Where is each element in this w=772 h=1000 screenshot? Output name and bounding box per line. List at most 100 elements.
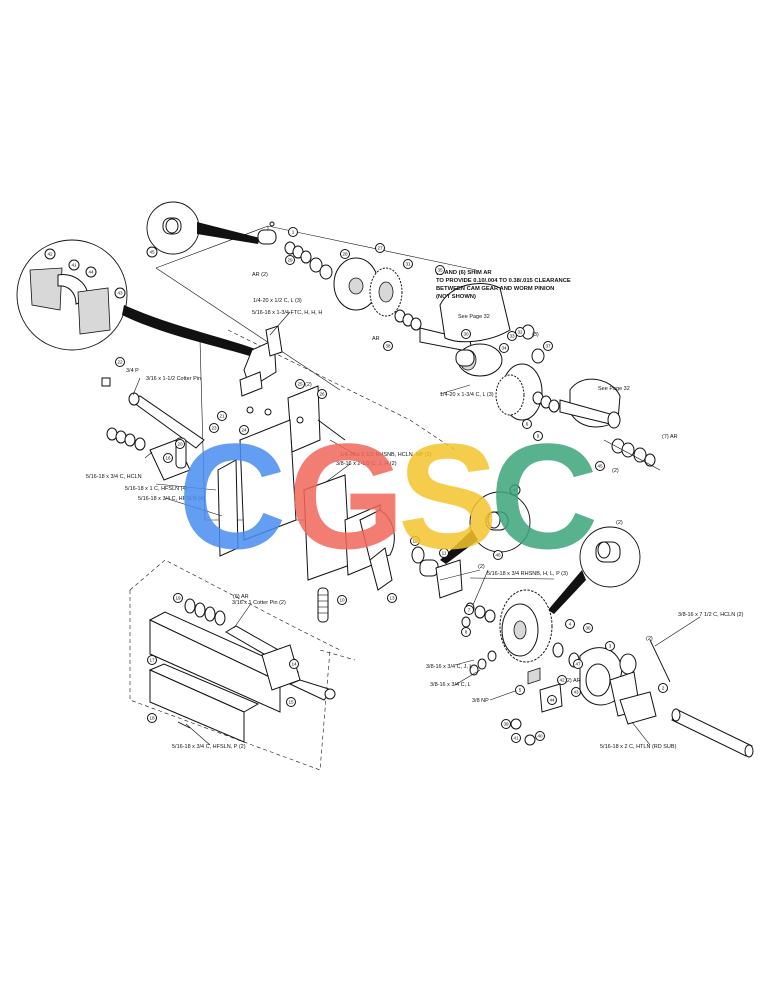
callout-9: 9 (537, 434, 540, 439)
shim-note-line-3: BETWEEN CAM GEAR AND WORM PINION (436, 286, 554, 292)
callout-20: 20 (177, 442, 183, 447)
label-3-8-np: 3/8 NP (472, 698, 489, 704)
callout-46: 46 (512, 488, 518, 493)
callout-45: 45 (149, 250, 155, 255)
qty-2-b: (2) (612, 468, 619, 474)
qty-6-ar: (6) AR (233, 594, 249, 600)
callout-13: 13 (389, 596, 395, 601)
callout-43b: 43 (573, 690, 579, 695)
callout-33: 33 (509, 334, 515, 339)
qty-2-e: (2) (646, 636, 653, 642)
label-5-16-18-x-2-htln: 5/16-18 x 2 C, HTLN (RD SUB) (600, 744, 677, 750)
callout-14: 14 (291, 662, 297, 667)
label-5-16-18-x-3-4-hfsln-p: 5/16-18 x 3/4 C, HFSLN, P (2) (172, 744, 246, 750)
callout-19: 19 (175, 596, 181, 601)
callout-24: 24 (241, 428, 247, 433)
callout-16: 16 (165, 456, 171, 461)
detail-circle-bushing-top: 45 (146, 201, 260, 258)
sprocket-assembly (461, 569, 754, 758)
callout-44b: 44 (549, 698, 555, 703)
label-5-16-18-x-1-hfsln: 5/16-18 x 1 C, HFSLN (4) (125, 486, 188, 492)
qty-ar-2: AR (2) (252, 272, 268, 278)
callout-32: 32 (517, 330, 523, 335)
callout-39: 39 (503, 722, 509, 727)
qty-2-a: (2) (305, 382, 312, 388)
label-1-4-20-x-2-1-2-rhsnb: 1/4-20 x 2-1/2 RHSNB, HCLN, NP (2) (340, 452, 432, 458)
callout-37: 37 (545, 344, 551, 349)
qty-2-c: (2) (478, 564, 485, 570)
shim-note-line-2: TO PROVIDE 0.10/.004 TO 0.38/.015 CLEARA… (436, 278, 571, 284)
label-3-4-p: 3/4 P (126, 368, 139, 374)
callout-18: 18 (149, 716, 155, 721)
callout-27: 27 (377, 246, 383, 251)
callout-3: 3 (609, 644, 612, 649)
callout-46b: 46 (495, 553, 501, 558)
callout-7: 7 (468, 608, 471, 613)
callout-40: 40 (537, 734, 543, 739)
detail-circle-bushing-right (548, 526, 641, 614)
qty-7-ar: (7) AR (662, 434, 678, 440)
label-3-8-16-x-2-1-2: 3/8-16 x 2-1/2 C, J, H (2) (336, 461, 397, 467)
callout-41b: 41 (513, 736, 519, 741)
watermark: C G S C (178, 412, 598, 580)
label-3-8-16-x-7-1-2: 3/8-16 x 7 1/2 C, HCLN (2) (678, 612, 744, 618)
callout-30: 30 (463, 332, 469, 337)
callout-41: 41 (71, 263, 77, 268)
page-ref-2: See Page 32 (598, 386, 630, 392)
label-5-16-18-x-3-4-hfsln: 5/16-18 x 3/4 C, HFSLN (4) (138, 496, 205, 502)
callout-35: 35 (437, 268, 443, 273)
callout-38: 38 (385, 344, 391, 349)
shim-note-line-1: (5) AND (6) SHIM AR (436, 270, 492, 276)
callout-10: 10 (339, 598, 345, 603)
callout-42b: 42 (559, 678, 565, 683)
callout-36: 36 (585, 626, 591, 631)
label-cotter-pin-1: 3/16 x 1 Cotter Pin (2) (232, 600, 286, 606)
callout-42: 42 (47, 252, 53, 257)
qty-3: (3) (532, 332, 539, 338)
bracket-arm-assembly (239, 325, 346, 453)
watermark-letter-1: C (178, 412, 286, 580)
detail-circle-plates-left: 42 41 44 43 (16, 239, 272, 362)
callout-43: 43 (117, 291, 123, 296)
callout-47: 47 (575, 662, 581, 667)
watermark-letter-4: C (490, 412, 598, 580)
callout-1: 1 (292, 230, 295, 235)
label-5-16-18-x-3-4-rhsnb: 5/16-18 x 3/4 RHSNB, H, L, P (3) (487, 571, 568, 577)
callout-12: 12 (412, 539, 418, 544)
quantity-labels: AR (2) AR (2) (2) AR (7) AR (6) AR (2) (… (233, 272, 678, 684)
callout-21: 21 (219, 414, 225, 419)
callout-29: 29 (287, 258, 293, 263)
label-1-4-20-x-1-2: 1/4-20 x 1/2 C, L (3) (253, 298, 302, 304)
label-5-16-18-x-1-3-4-ftc: 5/16-18 x 1-3/4 FTC, H, H, H (252, 310, 322, 316)
callout-4: 4 (569, 622, 572, 627)
page-ref-1: See Page 32 (458, 314, 490, 320)
callout-28: 28 (342, 252, 348, 257)
callout-6: 6 (526, 422, 529, 427)
shim-note-line-4: (NOT SHOWN) (436, 294, 476, 300)
main-frame (217, 419, 481, 623)
callout-26: 26 (319, 392, 325, 397)
callout-44: 44 (88, 270, 94, 275)
callouts: 1 2 3 4 5 6 7 8 9 10 11 12 13 14 15 16 1… (115, 227, 668, 743)
detail-circle-bushing-mid: 46 (440, 484, 531, 564)
label-3-8-16-x-3-4-c-l: 3/8-16 x 3/4 C, L (430, 682, 471, 688)
callout-22: 22 (117, 360, 123, 365)
label-1-4-20-x-1-3-4: 1/4-20 x 1-3/4 C, L (3) (440, 392, 494, 398)
callout-25: 25 (297, 382, 303, 387)
hardware-labels: 3/16 x 1-1/2 Cotter Pin 3/4 P 1/4-20 x 1… (86, 298, 744, 750)
callout-31: 31 (405, 262, 411, 267)
callout-5: 5 (519, 688, 522, 693)
gear-train-upper (257, 221, 661, 471)
label-5-16-18-x-3-4-hcln: 5/16-18 x 3/4 C, HCLN (86, 474, 142, 480)
leader-lines (132, 311, 701, 746)
qty-2-ar: (2) AR (565, 678, 581, 684)
label-3-8-16-x-3-4-j-l: 3/8-16 x 3/4 C, J, L (426, 664, 472, 670)
callout-34: 34 (501, 346, 507, 351)
callout-8: 8 (465, 630, 468, 635)
callout-2: 2 (662, 686, 665, 691)
assembly-frames (129, 225, 477, 771)
callout-17: 17 (149, 658, 155, 663)
lower-rails (148, 598, 336, 743)
callout-15: 15 (288, 700, 294, 705)
